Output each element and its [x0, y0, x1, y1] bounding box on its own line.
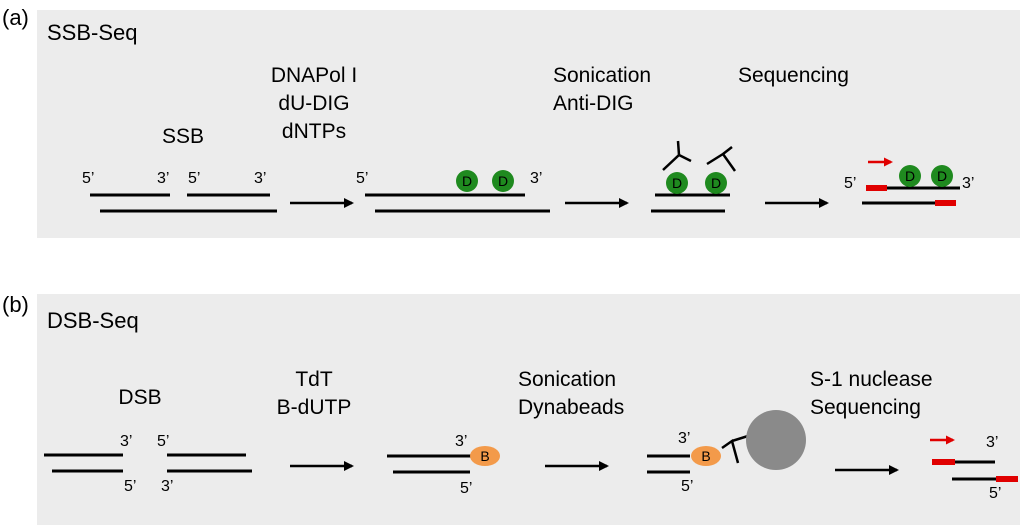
five-prime-end-label: 5’ — [356, 170, 368, 187]
panel-b-title: DSB-Seq — [47, 308, 139, 333]
sequencing-library-fragment: 5’ 3’ D D — [844, 157, 974, 206]
digoxigenin-badge: D — [666, 172, 688, 194]
five-prime-end-label: 5’ — [844, 175, 856, 192]
dynabead — [746, 410, 806, 470]
sonication-step-line2: Dynabeads — [518, 396, 624, 419]
anti-dig-antibody — [706, 146, 737, 172]
five-prime-end-label: 5’ — [681, 478, 693, 495]
sonication-step-line1: Sonication — [553, 64, 651, 87]
five-prime-end-label: 5’ — [82, 170, 94, 187]
dsb-step-label: DSB — [118, 386, 161, 409]
polymerase-step-line2: dU-DIG — [278, 92, 349, 115]
svg-text:D: D — [711, 175, 721, 191]
svg-text:D: D — [905, 168, 915, 184]
panel-a-background — [37, 10, 1020, 238]
sequencing-step-label: Sequencing — [738, 64, 849, 87]
tdt-step-line2: B-dUTP — [277, 396, 352, 419]
dig-labeled-dna: 5’ 3’ D D — [356, 170, 550, 213]
three-prime-end-label: 3’ — [157, 170, 169, 187]
nuclease-step-line1: S-1 nuclease — [810, 368, 933, 391]
three-prime-end-label: 3’ — [161, 478, 173, 495]
nicked-dna: 5’ 3’ 5’ 3’ — [82, 170, 277, 213]
panel-a-title: SSB-Seq — [47, 20, 138, 45]
svg-text:B: B — [480, 448, 489, 464]
three-prime-end-label: 3’ — [254, 170, 266, 187]
polymerase-step-line1: DNAPol I — [271, 64, 357, 87]
five-prime-end-label: 5’ — [460, 480, 472, 497]
five-prime-end-label: 5’ — [989, 485, 1001, 502]
digoxigenin-badge: D — [899, 165, 921, 187]
biotin-badge: B — [470, 446, 500, 466]
digoxigenin-badge: D — [456, 170, 478, 192]
streptavidin-linker — [721, 434, 749, 464]
biotin-badge: B — [691, 446, 721, 466]
three-prime-end-label: 3’ — [455, 433, 467, 450]
ssb-step-label: SSB — [162, 125, 204, 148]
digoxigenin-badge: D — [492, 170, 514, 192]
polymerase-step-line3: dNTPs — [282, 120, 346, 143]
anti-dig-captured-fragment: D D — [651, 140, 737, 213]
three-prime-end-label: 3’ — [962, 175, 974, 192]
sequencing-library-fragment: 3’ 5’ — [930, 434, 1018, 502]
biotin-labeled-dna: 3’ 5’ B — [387, 433, 500, 497]
panel-a: (a) SSB-Seq SSB DNAPol I dU-DIG dNTPs So… — [2, 5, 974, 213]
three-prime-end-label: 3’ — [986, 434, 998, 451]
three-prime-end-label: 3’ — [678, 430, 690, 447]
panel-b-letter: (b) — [2, 292, 29, 317]
tdt-step-line1: TdT — [295, 368, 333, 391]
svg-text:D: D — [498, 173, 508, 189]
panel-a-letter: (a) — [2, 5, 29, 30]
svg-text:B: B — [701, 448, 710, 464]
five-prime-end-label: 5’ — [157, 433, 169, 450]
svg-text:D: D — [937, 168, 947, 184]
three-prime-end-label: 3’ — [530, 170, 542, 187]
sonication-step-line2: Anti-DIG — [553, 92, 634, 115]
panel-b-background — [37, 294, 1020, 525]
nuclease-step-line2: Sequencing — [810, 396, 921, 419]
svg-text:D: D — [462, 173, 472, 189]
five-prime-end-label: 5’ — [188, 170, 200, 187]
anti-dig-antibody — [662, 140, 692, 171]
broken-dna: 3’ 5’ 5’ 3’ — [44, 433, 252, 495]
dynabead-captured-fragment: 3’ 5’ B — [647, 410, 806, 495]
svg-text:D: D — [672, 175, 682, 191]
three-prime-end-label: 3’ — [120, 433, 132, 450]
digoxigenin-badge: D — [705, 172, 727, 194]
five-prime-end-label: 5’ — [124, 478, 136, 495]
sonication-step-line1: Sonication — [518, 368, 616, 391]
panel-b: (b) DSB-Seq DSB TdT B-dUTP Sonication Dy… — [2, 292, 1018, 502]
digoxigenin-badge: D — [931, 165, 953, 187]
